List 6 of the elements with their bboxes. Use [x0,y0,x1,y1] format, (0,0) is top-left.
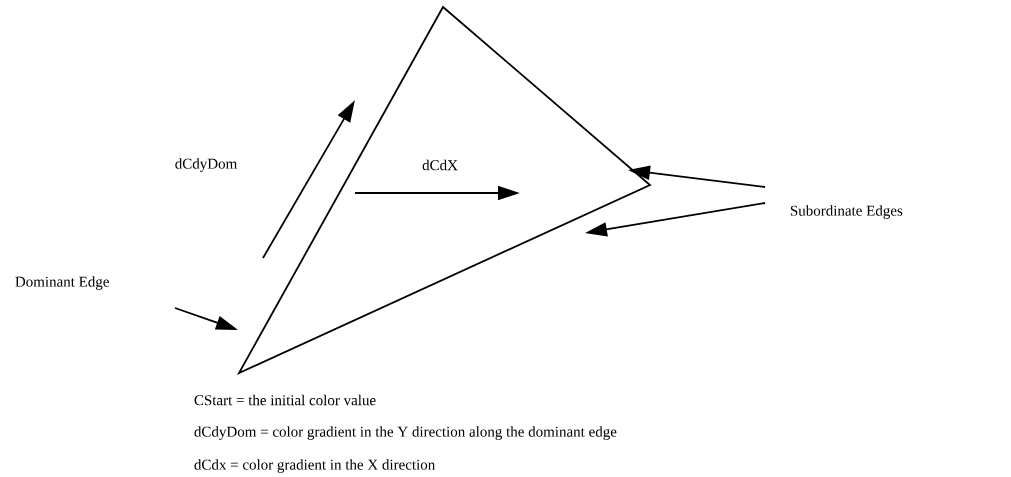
caption-line: dCdyDom = color gradient in the Y direction along the dominant edge [194,426,617,440]
caption-line: CStart = the initial color value [194,394,376,406]
label-text: Dominant Edge [15,276,109,290]
label-text: dCdX [422,159,458,171]
caption-line: dCdx = color gradient in the X direction [194,459,436,473]
label-text: Subordinate Edges [790,205,903,219]
